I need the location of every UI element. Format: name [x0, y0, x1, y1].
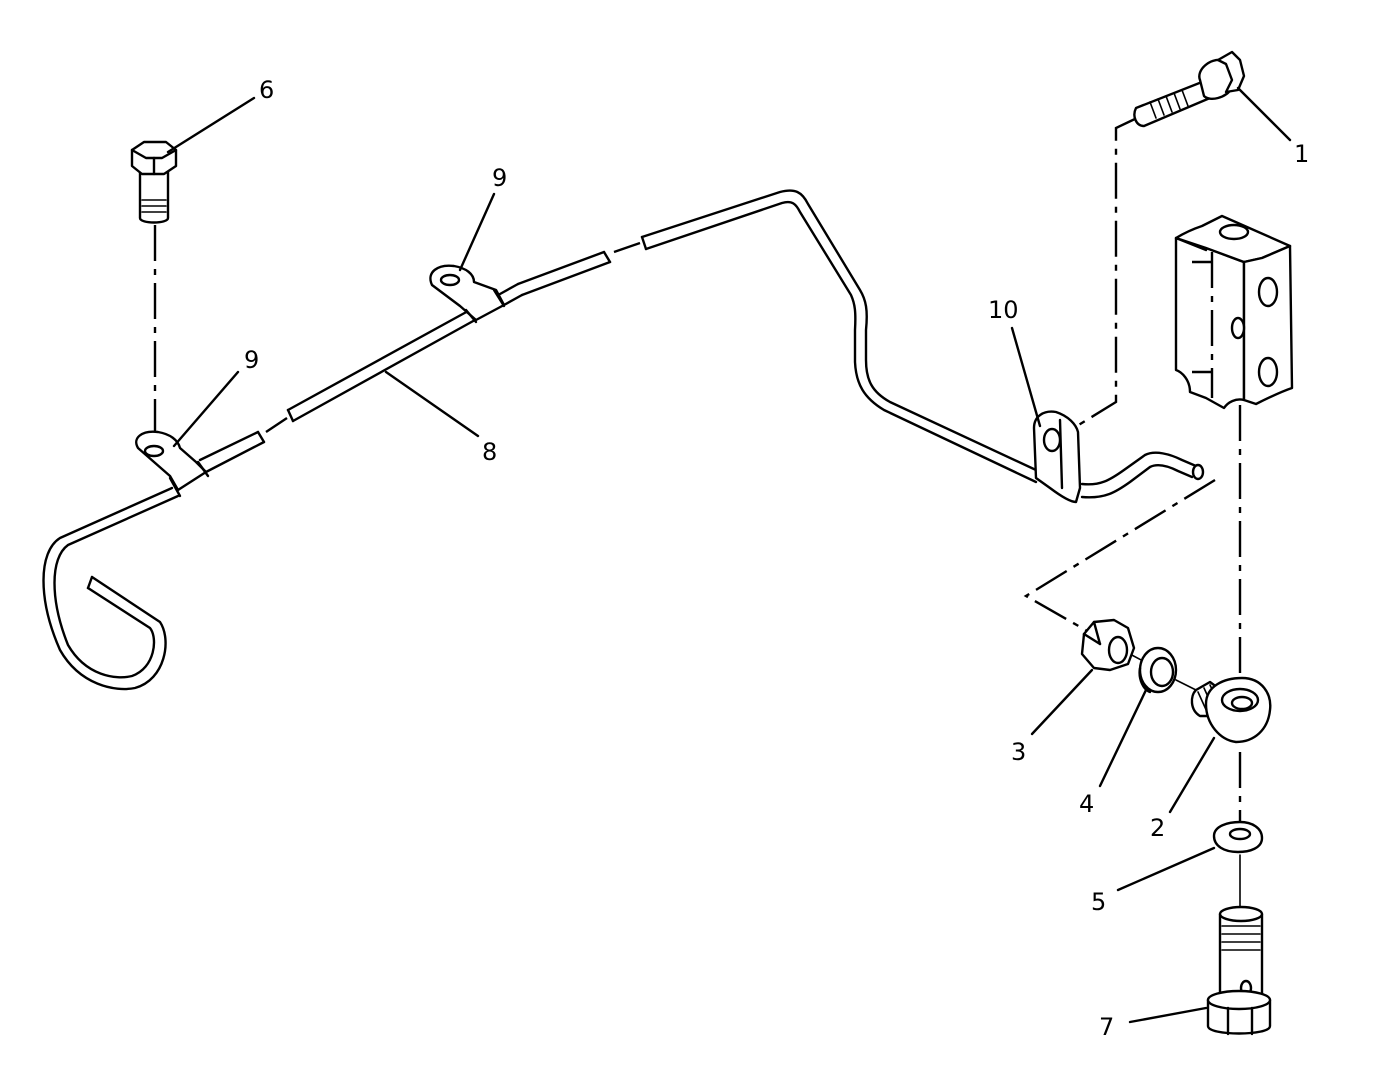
- tube-seg-3-bot: [502, 293, 524, 307]
- leader-7: [1128, 1006, 1208, 1024]
- tube-seg-4-end: [602, 250, 612, 264]
- tube-right-end: [640, 235, 648, 251]
- centerlines: [153, 116, 1242, 909]
- clip-10-hole: [1042, 427, 1062, 453]
- callout-labels: 1 2 3 4 5 6 7 8 9 9 10: [244, 76, 1309, 1041]
- leader-8: [384, 370, 480, 438]
- leader-lines: [166, 86, 1292, 1024]
- tube-hook-outer: [42, 486, 174, 691]
- banjo-bolt-7: [1206, 905, 1272, 1036]
- callout-1: 1: [1294, 140, 1309, 168]
- clip-9-upper-band-1: [464, 308, 478, 324]
- centerline-washer-eye: [1175, 679, 1197, 691]
- block-side: [1242, 244, 1294, 406]
- bolt-1: [1133, 50, 1246, 128]
- leader-9-upper: [458, 192, 496, 272]
- leader-5: [1116, 846, 1216, 892]
- washer-5-hole: [1228, 827, 1252, 841]
- washer-4-rim: [1138, 666, 1152, 694]
- callout-9-lower: 9: [244, 346, 259, 374]
- clip-9-lower-hole: [143, 444, 165, 458]
- tube-seg-1-end: [256, 430, 266, 444]
- leader-3: [1030, 668, 1094, 736]
- clip-9-lower-band-2: [196, 460, 210, 478]
- tube-break-2: [613, 241, 641, 254]
- centerline-tube-fitting: [1023, 478, 1216, 634]
- washer-4-inner: [1149, 656, 1175, 688]
- bolt-1-thread-1: [1149, 101, 1157, 119]
- washer-4: [1138, 646, 1178, 694]
- bolt-7-head-top: [1206, 989, 1272, 1011]
- tube-break-1: [265, 417, 288, 433]
- tube-seg-1-bot: [204, 440, 266, 474]
- tube-hook-inner: [53, 494, 180, 679]
- bolt-6: [130, 140, 178, 224]
- eye-fitting-2-bore: [1220, 687, 1260, 713]
- clip-9-lower-band-1: [168, 476, 182, 498]
- bolt-1-shank: [1133, 80, 1212, 128]
- block-front-hole: [1230, 316, 1246, 340]
- bolt-7-tip: [1218, 905, 1264, 923]
- tube-end-top: [1080, 451, 1198, 486]
- tube-seg-2-bot: [291, 318, 477, 423]
- callout-3: 3: [1011, 738, 1026, 766]
- bolt-6-shank: [138, 168, 170, 224]
- tube-seg-4-top: [516, 250, 606, 286]
- washer-5: [1212, 820, 1264, 854]
- callout-2: 2: [1150, 814, 1165, 842]
- leader-10: [1010, 326, 1042, 428]
- clip-10-edge: [1058, 418, 1064, 490]
- clip-9-upper: [429, 264, 506, 324]
- clip-9-upper-hole: [439, 273, 461, 287]
- eye-fitting-2-bore-inner: [1230, 695, 1254, 711]
- callout-10: 10: [988, 296, 1019, 324]
- clip-9-lower: [135, 430, 210, 498]
- callout-6: 6: [259, 76, 274, 104]
- nut-3: [1080, 618, 1136, 672]
- centerline-bolt-1: [1076, 116, 1138, 428]
- tube-right-top: [640, 189, 1038, 472]
- callout-7: 7: [1099, 1013, 1114, 1041]
- callout-5: 5: [1091, 888, 1106, 916]
- bolt-1-thread-5: [1181, 89, 1189, 107]
- tube-hook-end: [86, 575, 94, 590]
- nut-3-edge-2: [1082, 632, 1102, 646]
- leader-6: [166, 96, 256, 154]
- clip-9-upper-band-2: [492, 288, 506, 308]
- leader-1: [1236, 86, 1292, 142]
- leader-9-lower: [172, 370, 240, 448]
- block-top-port: [1218, 223, 1250, 241]
- tube-seg-2-top: [286, 308, 472, 412]
- bolt-1-thread-3: [1165, 95, 1173, 113]
- bolt-1-thread-2: [1157, 98, 1165, 116]
- tube-end-bot: [1080, 463, 1194, 499]
- tube-end-opening: [1191, 463, 1205, 481]
- block-side-port-upper: [1257, 276, 1279, 308]
- callout-9-upper: 9: [492, 164, 507, 192]
- callout-8: 8: [482, 438, 497, 466]
- tube-seg-4-bot: [520, 260, 612, 297]
- bolt-1-thread-4: [1173, 92, 1181, 110]
- callout-4: 4: [1079, 790, 1094, 818]
- tube-seg-1-top: [198, 430, 260, 462]
- clip-10: [1032, 410, 1082, 504]
- tube-assembly: [42, 189, 1205, 691]
- leader-4: [1098, 688, 1148, 788]
- leader-2: [1168, 736, 1216, 814]
- tube-right-bot: [644, 200, 1038, 484]
- nut-3-edge-1: [1092, 620, 1102, 646]
- mounting-block: [1174, 214, 1294, 410]
- nut-3-hole: [1107, 635, 1129, 665]
- tube-seg-2-end: [286, 408, 295, 423]
- eye-fitting-2: [1190, 676, 1272, 744]
- bolt-1-head: [1216, 50, 1246, 94]
- tube-seg-3-top: [498, 282, 520, 296]
- block-side-port-lower: [1257, 356, 1279, 388]
